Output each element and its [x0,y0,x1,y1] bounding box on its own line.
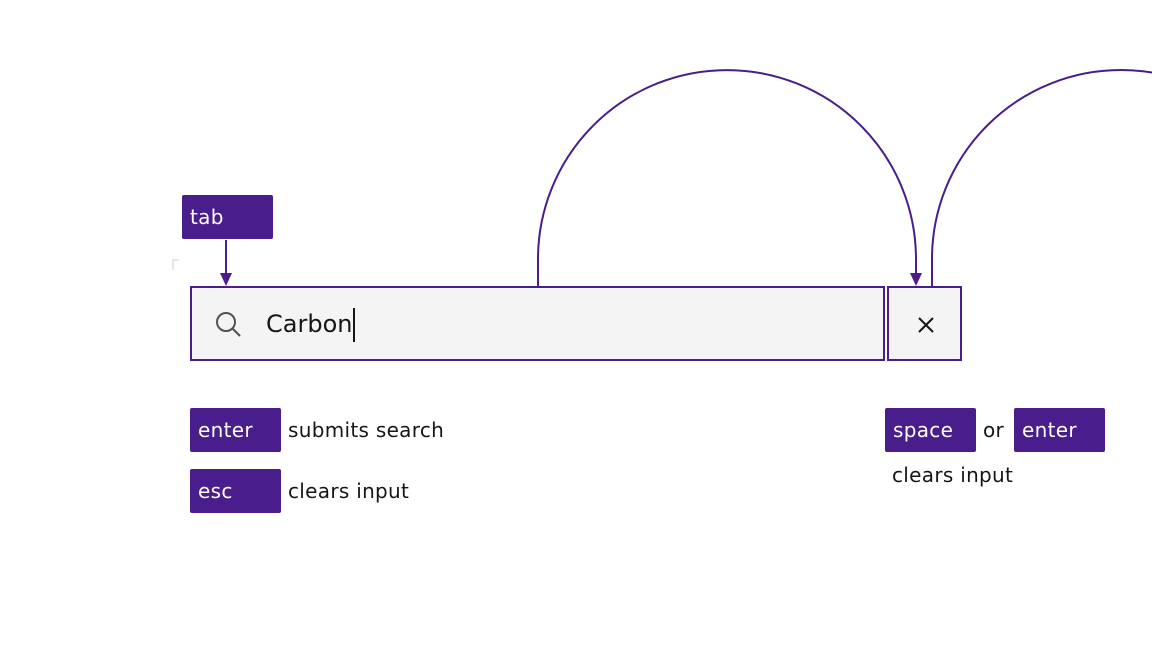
clear-button[interactable] [887,286,962,361]
arc-off-screen [931,69,1152,286]
search-text: Carbon [266,310,353,338]
enter-description: submits search [288,418,445,442]
esc-description: clears input [288,479,410,503]
enter-key-clear: enter [1014,408,1105,452]
enter-key: enter [190,408,281,452]
space-key: space [885,408,976,452]
tab-key: tab [182,195,273,239]
corner-mark [172,259,179,270]
arc-to-clear-button [537,69,917,286]
search-input[interactable]: Carbon [190,286,885,361]
close-icon [918,317,934,333]
esc-key: esc [190,469,281,513]
arrowhead-icon [910,273,922,286]
text-cursor [353,308,356,342]
clear-description: clears input [892,463,1014,487]
search-icon [216,312,241,337]
arrowhead-icon [220,273,232,286]
search-value[interactable]: Carbon [266,306,356,342]
or-label: or [983,418,1005,442]
